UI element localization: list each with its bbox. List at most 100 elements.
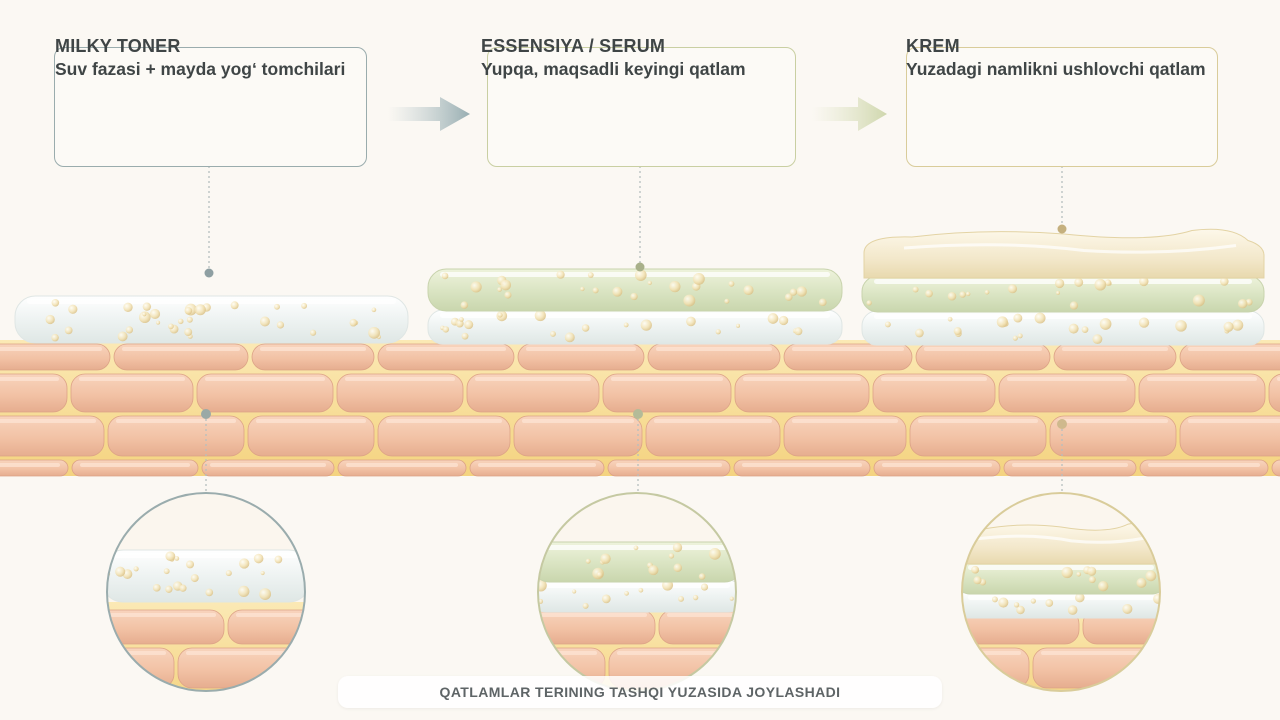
- droplet: [767, 313, 779, 324]
- droplet: [585, 558, 591, 564]
- droplet: [647, 280, 652, 286]
- droplet: [624, 590, 629, 596]
- cream-subtitle: Yuzadagi namlikni ushlovchi qatlam: [906, 59, 1206, 79]
- droplet: [1092, 334, 1103, 345]
- droplet: [672, 542, 683, 553]
- droplet: [1238, 299, 1248, 309]
- droplet: [1138, 317, 1150, 328]
- droplet: [1012, 335, 1018, 341]
- droplet: [168, 323, 174, 330]
- droplet: [587, 272, 594, 278]
- skin-cell: [71, 459, 199, 477]
- skin-cell: [201, 459, 335, 477]
- droplet: [259, 316, 270, 327]
- toner-marker-dot: [204, 268, 214, 278]
- droplet: [1145, 570, 1157, 582]
- droplet: [149, 308, 161, 320]
- cream-skin-dot: [1057, 419, 1067, 429]
- cream-label-box: [906, 47, 1218, 167]
- droplet: [884, 321, 891, 328]
- droplet: [174, 556, 180, 561]
- droplet: [1030, 598, 1036, 604]
- skin-cell: [196, 373, 334, 413]
- droplet: [709, 547, 721, 560]
- skin-cell: [78, 692, 214, 720]
- droplet: [230, 301, 239, 310]
- droplet: [1054, 278, 1065, 289]
- droplet: [673, 563, 683, 573]
- droplet: [1136, 577, 1147, 588]
- droplet: [612, 286, 623, 297]
- droplet: [743, 285, 754, 296]
- droplet: [564, 332, 575, 343]
- step-arrow-1: [388, 97, 470, 131]
- droplet: [500, 279, 512, 291]
- droplet: [1008, 284, 1018, 294]
- cream-layer-column: [861, 228, 1265, 346]
- droplet: [1104, 279, 1112, 286]
- skin-cell: [645, 415, 781, 457]
- skin-cells: [0, 343, 1280, 477]
- skin-cell: [70, 373, 194, 413]
- droplet: [700, 583, 709, 591]
- droplet: [1069, 301, 1079, 310]
- serum-title: ESSENSIYA / SERUM: [481, 36, 666, 56]
- cream-slab: [962, 522, 1160, 565]
- droplet: [142, 302, 152, 311]
- droplet: [156, 320, 161, 325]
- droplet: [1075, 592, 1085, 603]
- droplet: [179, 584, 187, 592]
- droplet: [238, 585, 250, 598]
- cream-title: KREM: [906, 36, 960, 56]
- droplet: [724, 298, 730, 304]
- droplet: [735, 323, 741, 328]
- toner-label-box: [54, 47, 367, 167]
- droplet: [784, 293, 793, 301]
- droplet: [253, 553, 264, 564]
- droplet: [142, 312, 147, 317]
- droplet: [368, 326, 381, 339]
- serum-marker-dot: [635, 262, 645, 272]
- droplet: [225, 570, 232, 577]
- droplet: [728, 280, 735, 287]
- droplet: [310, 329, 317, 336]
- droplet: [640, 319, 652, 331]
- skin-cell: [872, 373, 996, 413]
- droplet: [996, 316, 1008, 328]
- droplet: [1088, 576, 1096, 584]
- droplet: [633, 545, 639, 551]
- droplet: [184, 328, 193, 337]
- zoom-ring: [106, 492, 306, 692]
- skin-cell: [873, 459, 1001, 477]
- droplet: [648, 565, 659, 576]
- droplet: [1016, 605, 1025, 615]
- droplet: [441, 272, 449, 280]
- droplet: [1013, 602, 1020, 608]
- droplet: [186, 316, 193, 323]
- droplet: [630, 292, 638, 301]
- toner-title: MILKY TONER: [55, 36, 181, 56]
- serum-layer-column: [427, 268, 843, 345]
- droplet: [991, 596, 998, 603]
- droplet: [912, 286, 919, 293]
- droplet: [596, 571, 603, 578]
- droplet: [796, 286, 807, 297]
- droplet: [715, 329, 721, 335]
- droplet: [601, 594, 611, 604]
- skin-cell: [1268, 373, 1280, 413]
- droplet: [973, 576, 982, 585]
- cream-slab: [863, 228, 1265, 279]
- skin-cell: [247, 415, 375, 457]
- droplet: [794, 327, 803, 336]
- droplet: [818, 298, 827, 307]
- droplet: [686, 316, 696, 327]
- droplet: [64, 326, 73, 335]
- droplet: [600, 553, 611, 564]
- cream-step-text: KREM Yuzadagi namlikni ushlovchi qatlam: [906, 36, 1206, 82]
- droplet: [692, 272, 705, 285]
- droplet: [138, 311, 151, 324]
- droplet: [1094, 278, 1107, 291]
- serum-subtitle: Yupqa, maqsadli keyingi qatlam: [481, 59, 746, 79]
- droplet: [497, 312, 503, 318]
- droplet: [534, 310, 546, 322]
